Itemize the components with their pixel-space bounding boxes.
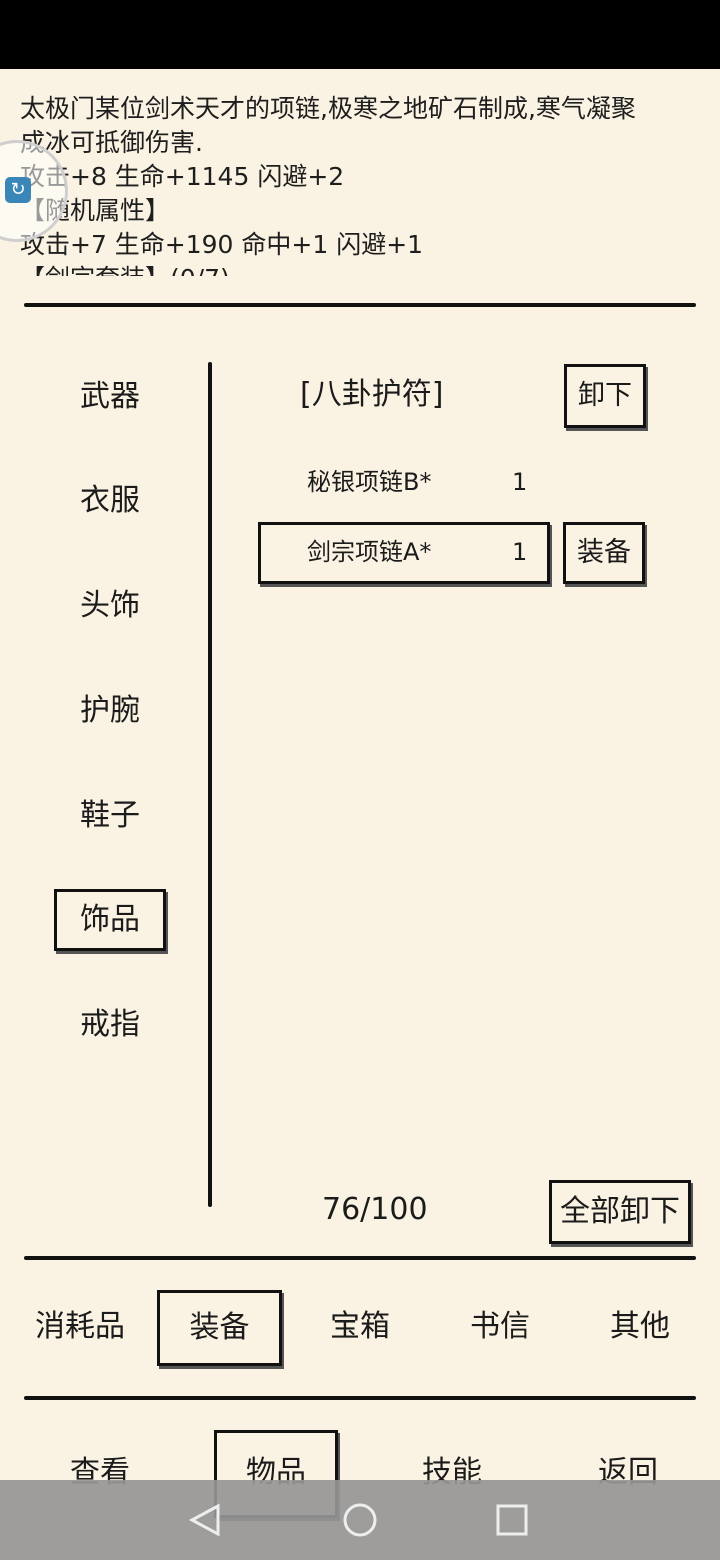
description-line: 【剑宗套装】(0/7) (20, 262, 700, 276)
item-name: 剑宗项链A* (307, 538, 432, 566)
description-line: 攻击+8 生命+1145 闪避+2 (20, 162, 345, 191)
category-clothes[interactable]: 衣服 (80, 483, 140, 518)
equip-button[interactable]: 装备 (563, 522, 645, 584)
column-divider (208, 362, 212, 1207)
item-description: 太极门某位剑术天才的项链,极寒之地矿石制成,寒气凝聚 成冰可抵御伤害. 攻击+8… (20, 92, 700, 276)
description-line: 攻击+7 生命+190 命中+1 闪避+1 (20, 230, 424, 259)
description-line: 【随机属性】 (20, 196, 171, 225)
item-quantity: 1 (512, 538, 528, 566)
status-bar (0, 0, 720, 69)
category-bracer[interactable]: 护腕 (80, 693, 140, 728)
category-ring[interactable]: 戒指 (80, 1007, 140, 1042)
system-navigation-bar (0, 1480, 720, 1560)
item-row-selected[interactable] (258, 522, 550, 584)
category-weapon[interactable]: 武器 (80, 379, 140, 414)
divider (24, 1256, 696, 1260)
tab-selected-frame (157, 1290, 282, 1366)
tab-equipment[interactable]: 装备 (189, 1310, 250, 1345)
tab-letters[interactable]: 书信 (470, 1309, 530, 1344)
unequip-all-button[interactable]: 全部卸下 (549, 1180, 691, 1244)
inventory-capacity: 76/100 (322, 1192, 428, 1227)
divider (24, 1396, 696, 1400)
item-name[interactable]: 秘银项链B* (307, 468, 432, 496)
unequip-button[interactable]: 卸下 (564, 364, 646, 428)
equipped-item-title: [八卦护符] (300, 377, 444, 412)
category-accessory[interactable]: 饰品 (54, 889, 166, 951)
tab-other[interactable]: 其他 (610, 1309, 670, 1344)
description-line: 成冰可抵御伤害. (20, 128, 203, 157)
home-circle-icon[interactable] (342, 1502, 378, 1538)
back-triangle-icon[interactable] (188, 1502, 224, 1538)
item-quantity: 1 (512, 468, 528, 496)
tab-consumables[interactable]: 消耗品 (35, 1309, 125, 1344)
app-shortcut-icon: ↻ (5, 177, 31, 203)
category-shoes[interactable]: 鞋子 (80, 798, 140, 833)
category-headwear[interactable]: 头饰 (80, 588, 140, 623)
description-line: 太极门某位剑术天才的项链,极寒之地矿石制成,寒气凝聚 (20, 94, 636, 123)
tab-chests[interactable]: 宝箱 (330, 1309, 390, 1344)
divider (24, 303, 696, 307)
recents-square-icon[interactable] (494, 1502, 530, 1538)
